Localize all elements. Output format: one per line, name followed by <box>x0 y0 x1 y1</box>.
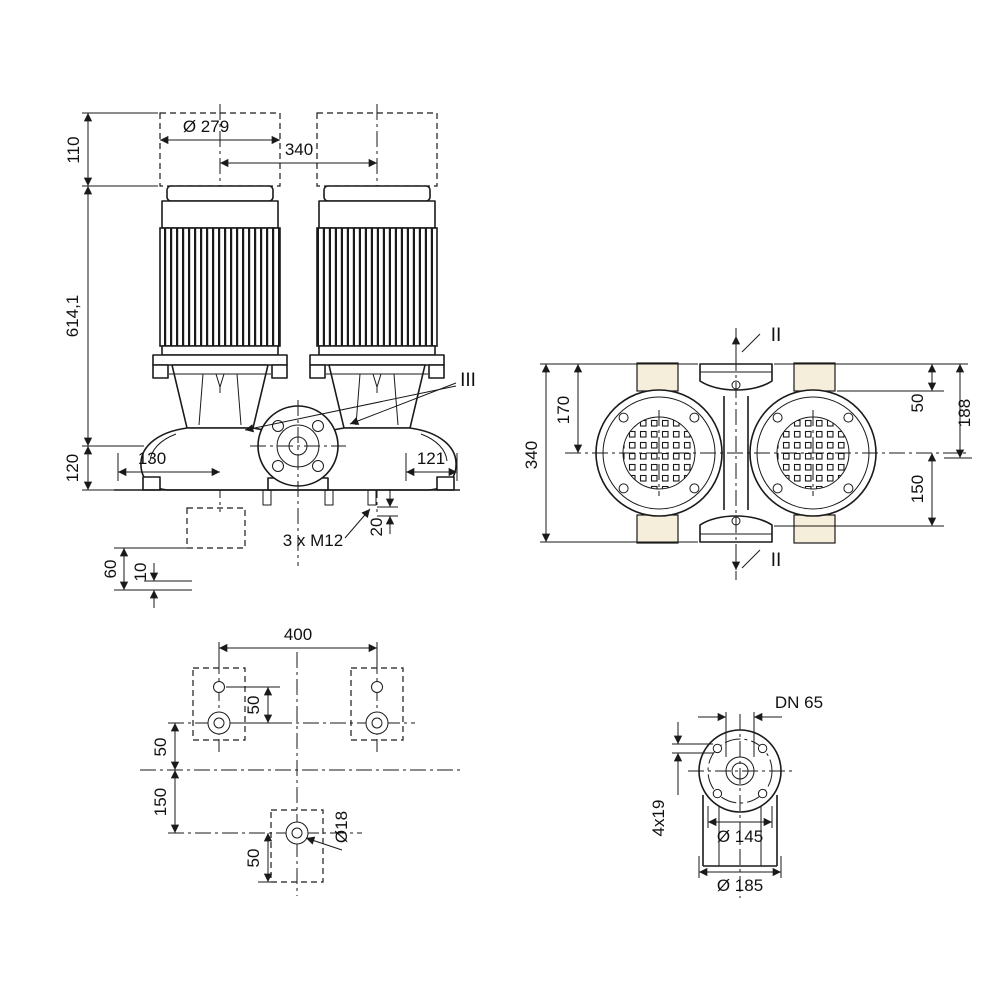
anchor-holes <box>207 681 389 845</box>
top-view-centerlines <box>565 328 970 580</box>
anchor-pad-top-right <box>350 667 404 741</box>
label-nominal-bore: DN 65 <box>775 693 823 712</box>
top-dimension-labels: 340 170 50 188 150 II II <box>522 325 974 571</box>
flange-center-crosshair <box>250 400 346 566</box>
dim-axis-to-front: 170 <box>554 396 573 424</box>
dim-axis-to-top-bolts: 50 <box>151 738 170 757</box>
dim-hole-diameter: Ø18 <box>332 811 351 843</box>
dim-bottom-hole-offset: 50 <box>244 849 263 868</box>
section-label-II-top: II <box>771 325 782 346</box>
dim-overall-depth: 340 <box>522 441 541 469</box>
dim-motor-clearance: 110 <box>64 136 83 163</box>
foundation-pad <box>186 507 246 549</box>
flange-dimension-lines <box>672 712 782 878</box>
dim-foundation-depth: 60 <box>101 560 120 579</box>
dim-motor-spacing: 340 <box>285 140 313 159</box>
pipe-stub <box>702 795 778 867</box>
dim-left-to-axis: 130 <box>138 449 166 468</box>
foundation-dimension-labels: 400 50 50 150 50 Ø18 <box>151 625 351 867</box>
flange-detail-view: DN 65 4x19 Ø 145 Ø 185 <box>649 693 823 898</box>
section-label-III: III <box>460 370 476 391</box>
pump-unit-left <box>140 185 300 491</box>
foundation-dimension-lines <box>170 642 378 883</box>
dim-bolt-holes: 4x19 <box>649 800 668 837</box>
flange-dimension-labels: DN 65 4x19 Ø 145 Ø 185 <box>649 693 823 895</box>
anchor-bolt-stubs <box>262 490 377 506</box>
front-dimension-lines <box>82 112 458 608</box>
dim-bolt-circle: Ø 145 <box>717 827 763 846</box>
dim-motor-diameter: Ø 279 <box>183 117 229 136</box>
section-label-II-bottom: II <box>771 550 782 571</box>
dim-axis-to-base: 120 <box>63 454 82 482</box>
note-anchor-bolts: 3 x M12 <box>283 531 343 550</box>
dim-bolt-spacing: 400 <box>284 625 312 644</box>
dim-total-height: 614,1 <box>63 295 82 338</box>
plan-top-view: 340 170 50 188 150 II II <box>522 325 974 580</box>
front-elevation-view: 110 Ø 279 340 614,1 120 130 121 III 20 3… <box>63 104 476 608</box>
motor-cooling-fins <box>159 227 281 347</box>
foundation-plan-view: 400 50 50 150 50 Ø18 <box>140 625 462 896</box>
dim-right-offset: 121 <box>417 449 445 468</box>
dim-axis-to-bottom-bolt: 150 <box>151 788 170 816</box>
dim-outer-diameter: Ø 185 <box>717 876 763 895</box>
dim-top-hole-offset: 50 <box>244 696 263 715</box>
flange-crosshair <box>688 714 792 898</box>
anchor-pad-top-left <box>192 667 246 741</box>
top-dimension-lines <box>540 363 972 543</box>
section-arrows <box>731 333 761 570</box>
dim-foot-hole-offset: 20 <box>367 518 386 537</box>
dim-flange-to-feet: 50 <box>908 394 927 413</box>
dim-axis-to-flange: 150 <box>908 475 927 503</box>
dim-grout-thickness: 10 <box>131 563 150 582</box>
drain-plug <box>215 373 225 389</box>
front-dimension-labels: 110 Ø 279 340 614,1 120 130 121 III 20 3… <box>63 117 476 581</box>
dim-feet-length: 188 <box>955 399 974 427</box>
